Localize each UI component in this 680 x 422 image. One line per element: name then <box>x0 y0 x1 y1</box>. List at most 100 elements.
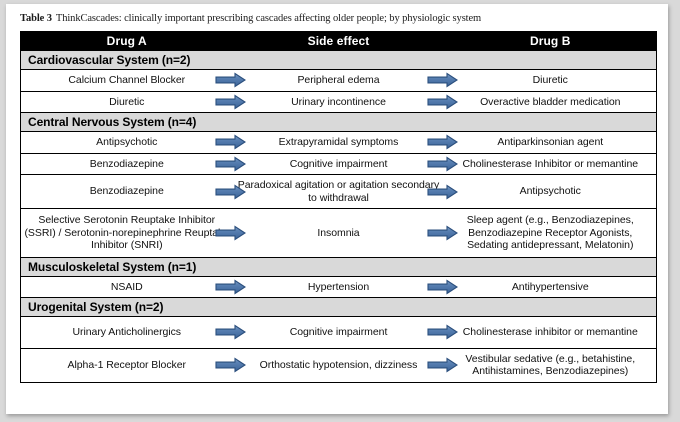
cell-side-effect-wrap: Urinary incontinence <box>235 94 458 110</box>
cell-drug-b: Vestibular sedative (e.g., betahistine, … <box>444 347 657 383</box>
table-header-row: Drug A Side effect Drug B <box>20 31 657 51</box>
cell-drug-a-wrap: Calcium Channel Blocker <box>23 72 246 88</box>
cell-drug-b: Antipsychotic <box>444 174 657 209</box>
cell-drug-b-text: Antihypertensive <box>511 280 589 293</box>
cell-drug-b-wrap: Vestibular sedative (e.g., betahistine, … <box>447 353 655 378</box>
cell-drug-b-text: Antipsychotic <box>519 185 581 198</box>
cell-drug-a-text: Antipsychotic <box>96 136 158 148</box>
cell-drug-b-text: Vestibular sedative (e.g., betahistine, … <box>465 352 636 378</box>
cell-drug-b-text: Overactive bladder medication <box>480 95 621 108</box>
cell-drug-a-text: NSAID <box>110 280 143 293</box>
cell-drug-b-text: Cholinesterase inhibitor or memantine <box>462 326 638 338</box>
cell-drug-a: Diuretic <box>20 90 246 113</box>
cell-drug-a-text: Selective Serotonin Reuptake Inhibitor (… <box>24 214 230 251</box>
cell-drug-b: Sleep agent (e.g., Benzodiazepines, Benz… <box>444 208 657 258</box>
cell-drug-a: Selective Serotonin Reuptake Inhibitor (… <box>20 208 246 258</box>
cell-drug-a: Benzodiazepine <box>20 174 246 209</box>
section-title: Cardiovascular System (n=2) <box>20 50 657 70</box>
cell-side-effect-text: Orthostatic hypotension, dizziness <box>259 358 418 371</box>
cell-side-effect-wrap: Extrapyramidal symptoms <box>235 134 458 150</box>
table-row: Diuretic Urinary incontinence Overactive b… <box>20 90 657 113</box>
cell-drug-b: Overactive bladder medication <box>444 90 657 113</box>
cell-side-effect-wrap: Cognitive impairment <box>235 156 458 172</box>
cell-drug-a-wrap: Benzodiazepine <box>23 184 246 199</box>
cell-drug-a: Urinary Anticholinergics <box>20 316 246 349</box>
cell-drug-b-text: Sleep agent (e.g., Benzodiazepines, Benz… <box>466 214 634 251</box>
section-header-row: Urogenital System (n=2) <box>20 297 657 317</box>
cell-side-effect-wrap: Peripheral edema <box>235 72 458 88</box>
cell-drug-a: NSAID <box>20 275 246 298</box>
cell-side-effect-text: Insomnia <box>317 226 360 239</box>
section-title: Central Nervous System (n=4) <box>20 112 657 132</box>
column-header-drug-b: Drug B <box>444 31 657 51</box>
cell-drug-a-text: Benzodiazepine <box>89 157 164 170</box>
cell-drug-b-wrap: Diuretic <box>447 74 655 87</box>
section-title: Musculoskeletal System (n=1) <box>20 256 657 277</box>
cell-drug-b-wrap: Cholinesterase inhibitor or memantine <box>447 326 655 339</box>
cell-drug-a: Antipsychotic <box>20 131 246 154</box>
cell-drug-a-wrap: NSAID <box>23 279 246 295</box>
table-body: Cardiovascular System (n=2)Calcium Chann… <box>20 50 657 383</box>
cell-side-effect-text: Cognitive impairment <box>289 157 388 170</box>
cell-drug-b-text: Cholinesterase Inhibitor or memantine <box>462 157 639 170</box>
cell-drug-a-wrap: Selective Serotonin Reuptake Inhibitor (… <box>23 214 246 252</box>
cell-side-effect-text: Paradoxical agitation or agitation secon… <box>237 179 440 204</box>
cell-drug-a-text: Calcium Channel Blocker <box>68 74 186 86</box>
cell-side-effect: Extrapyramidal symptoms <box>232 131 458 154</box>
cell-drug-b: Cholinesterase Inhibitor or memantine <box>444 152 657 175</box>
cell-side-effect-text: Urinary incontinence <box>291 95 386 108</box>
section-title: Urogenital System (n=2) <box>20 297 657 317</box>
table-caption-text: ThinkCascades: clinically important pres… <box>55 13 482 24</box>
cell-side-effect-wrap: Orthostatic hypotension, dizziness <box>235 357 458 373</box>
table-row: Selective Serotonin Reuptake Inhibitor (… <box>20 208 657 258</box>
cell-drug-b-wrap: Cholinesterase Inhibitor or memantine <box>447 158 655 171</box>
table-row: Calcium Channel Blocker Peripheral edema D… <box>20 69 657 92</box>
table-row: Alpha-1 Receptor Blocker Orthostatic hypo… <box>20 347 657 383</box>
cell-drug-b-wrap: Sleep agent (e.g., Benzodiazepines, Benz… <box>447 214 655 252</box>
cell-side-effect: Cognitive impairment <box>232 152 458 175</box>
table-header: Drug A Side effect Drug B <box>20 31 657 51</box>
cell-side-effect: Orthostatic hypotension, dizziness <box>232 347 458 383</box>
cell-drug-a-wrap: Diuretic <box>23 94 246 110</box>
cell-side-effect: Cognitive impairment <box>232 316 458 349</box>
cell-drug-a-wrap: Alpha-1 Receptor Blocker <box>23 357 246 373</box>
cascade-table: Drug A Side effect Drug B Cardiovascular… <box>20 31 657 383</box>
cell-drug-a: Alpha-1 Receptor Blocker <box>20 347 246 383</box>
cell-drug-b-text: Diuretic <box>532 74 568 86</box>
cell-drug-b-wrap: Antipsychotic <box>447 185 655 198</box>
cell-drug-b-wrap: Antihypertensive <box>447 281 655 294</box>
cell-drug-a: Calcium Channel Blocker <box>20 69 246 92</box>
table-caption-label: Table 3 <box>20 13 52 24</box>
cell-side-effect: Peripheral edema <box>232 69 458 92</box>
column-header-side-effect: Side effect <box>232 31 445 51</box>
cell-side-effect-wrap: Cognitive impairment <box>235 324 458 340</box>
cell-drug-b-wrap: Antiparkinsonian agent <box>447 136 655 149</box>
cell-drug-a-text: Benzodiazepine <box>89 185 164 198</box>
cell-side-effect: Urinary incontinence <box>232 90 458 113</box>
cell-drug-a-text: Diuretic <box>109 95 145 108</box>
cell-drug-b: Diuretic <box>444 69 657 92</box>
cell-drug-b: Cholinesterase inhibitor or memantine <box>444 316 657 349</box>
table-row: Benzodiazepine Cognitive impairment Cholin… <box>20 152 657 175</box>
cell-side-effect-text: Hypertension <box>307 280 370 293</box>
section-header-row: Musculoskeletal System (n=1) <box>20 256 657 277</box>
cell-side-effect: Paradoxical agitation or agitation secon… <box>232 174 458 209</box>
cell-drug-b: Antiparkinsonian agent <box>444 131 657 154</box>
cell-side-effect: Hypertension <box>232 275 458 298</box>
cell-side-effect-text: Peripheral edema <box>297 74 380 86</box>
cell-drug-b: Antihypertensive <box>444 275 657 298</box>
cell-drug-a-wrap: Benzodiazepine <box>23 156 246 172</box>
table-row: Antipsychotic Extrapyramidal symptoms Anti… <box>20 131 657 154</box>
cell-side-effect-wrap: Paradoxical agitation or agitation secon… <box>235 179 458 204</box>
column-header-drug-a: Drug A <box>20 31 233 51</box>
cell-drug-b-text: Antiparkinsonian agent <box>497 136 604 148</box>
section-header-row: Cardiovascular System (n=2) <box>20 50 657 70</box>
table-row: NSAID Hypertension Antihypertensive <box>20 275 657 298</box>
cell-side-effect: Insomnia <box>232 208 458 258</box>
section-header-row: Central Nervous System (n=4) <box>20 112 657 132</box>
cell-drug-b-wrap: Overactive bladder medication <box>447 96 655 109</box>
table-row: Benzodiazepine Paradoxical agitation or a… <box>20 174 657 209</box>
